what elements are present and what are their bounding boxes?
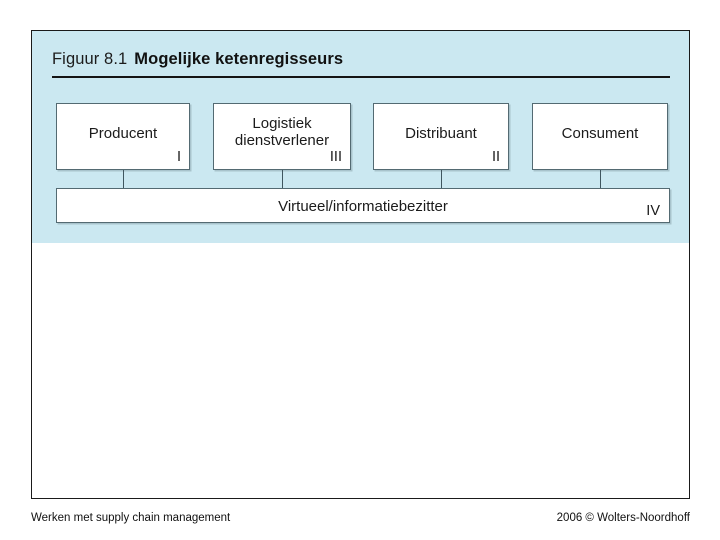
node-label-logistiek-dienstverlener: Logistiek dienstverlener xyxy=(214,115,350,149)
node-label-line-1: Logistiek xyxy=(252,115,312,132)
connector-producent xyxy=(123,170,124,188)
connector-consument xyxy=(600,170,601,188)
node-label-consument: Consument xyxy=(561,125,639,142)
connector-logistiek-dienstverlener xyxy=(282,170,283,188)
node-box-logistiek-dienstverlener[interactable]: Logistiek dienstverlener III xyxy=(213,103,351,170)
title-divider xyxy=(52,76,670,78)
node-numeral-producent: I xyxy=(176,149,181,165)
node-label-distribuant: Distribuant xyxy=(405,125,477,142)
figure-number-label: Figuur 8.1 xyxy=(52,50,128,68)
node-box-virtueel-informatiebezitter[interactable]: Virtueel/informatiebezitter IV xyxy=(56,188,670,223)
page-title: Mogelijke ketenregisseurs xyxy=(134,50,344,68)
footer-copyright: 2006 © Wolters-Noordhoff xyxy=(556,512,690,524)
slide-footer: Werken met supply chain management 2006 … xyxy=(31,512,690,530)
node-numeral-logistiek-dienstverlener: III xyxy=(329,149,342,165)
connector-distribuant xyxy=(441,170,442,188)
footer-book-title: Werken met supply chain management xyxy=(31,512,231,524)
node-label-virtueel-informatiebezitter: Virtueel/informatiebezitter xyxy=(278,198,448,215)
node-box-distribuant[interactable]: Distribuant II xyxy=(373,103,509,170)
node-numeral-distribuant: II xyxy=(491,149,500,165)
node-box-producent[interactable]: Producent I xyxy=(56,103,190,170)
node-label-line-2: dienstverlener xyxy=(234,132,330,149)
node-numeral-virtueel-informatiebezitter: IV xyxy=(646,203,660,219)
figure-title-row: Figuur 8.1 Mogelijke ketenregisseurs xyxy=(52,50,670,72)
slide-content-frame: Figuur 8.1 Mogelijke ketenregisseurs Prod… xyxy=(31,30,690,499)
node-label-producent: Producent xyxy=(88,125,158,142)
node-box-consument[interactable]: Consument xyxy=(532,103,668,170)
